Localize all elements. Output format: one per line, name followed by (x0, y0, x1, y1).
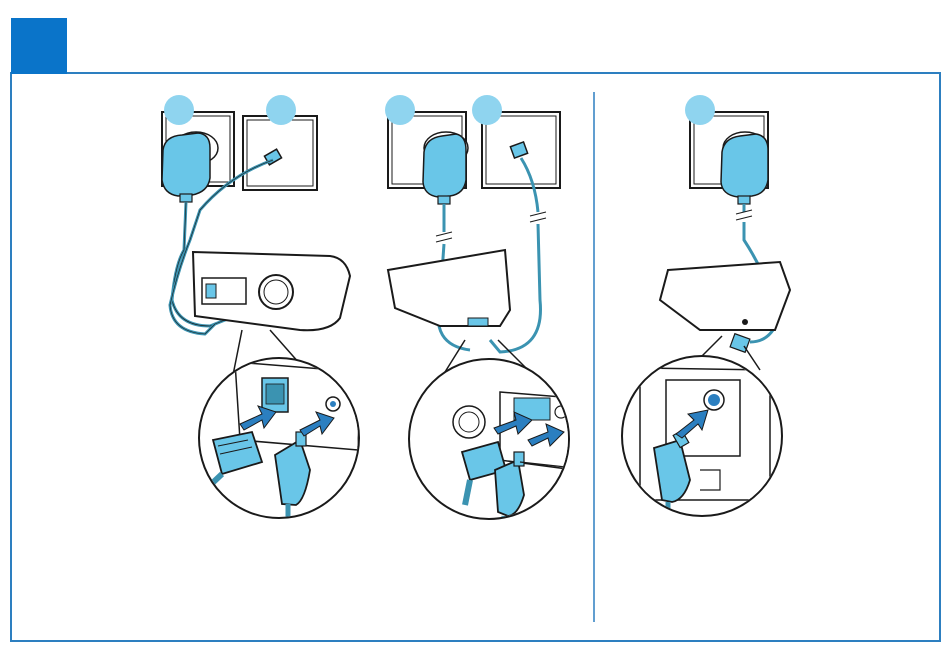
base-station-icon (388, 250, 510, 326)
panel-1-illustration (162, 95, 360, 530)
zoom-callout-1 (199, 358, 360, 530)
power-adapter-icon (423, 132, 468, 204)
base-station-icon (193, 252, 350, 330)
panel-3-badge-1 (685, 95, 715, 125)
charger-base-icon (660, 262, 790, 352)
panel-3-illustration (622, 95, 790, 530)
zoom-callout-2 (409, 359, 575, 540)
panel-1-badge-1 (164, 95, 194, 125)
power-adapter-icon (162, 132, 218, 202)
panel-2-badge-2 (472, 95, 502, 125)
power-adapter-icon (721, 132, 768, 204)
step-number-badge (11, 18, 67, 74)
phone-wall-socket-icon (243, 116, 317, 190)
panel-2-badge-1 (385, 95, 415, 125)
panel-1-badge-2 (266, 95, 296, 125)
zoom-callout-3 (622, 356, 782, 530)
diagram-frame (11, 73, 940, 641)
panel-2-illustration (385, 95, 575, 540)
